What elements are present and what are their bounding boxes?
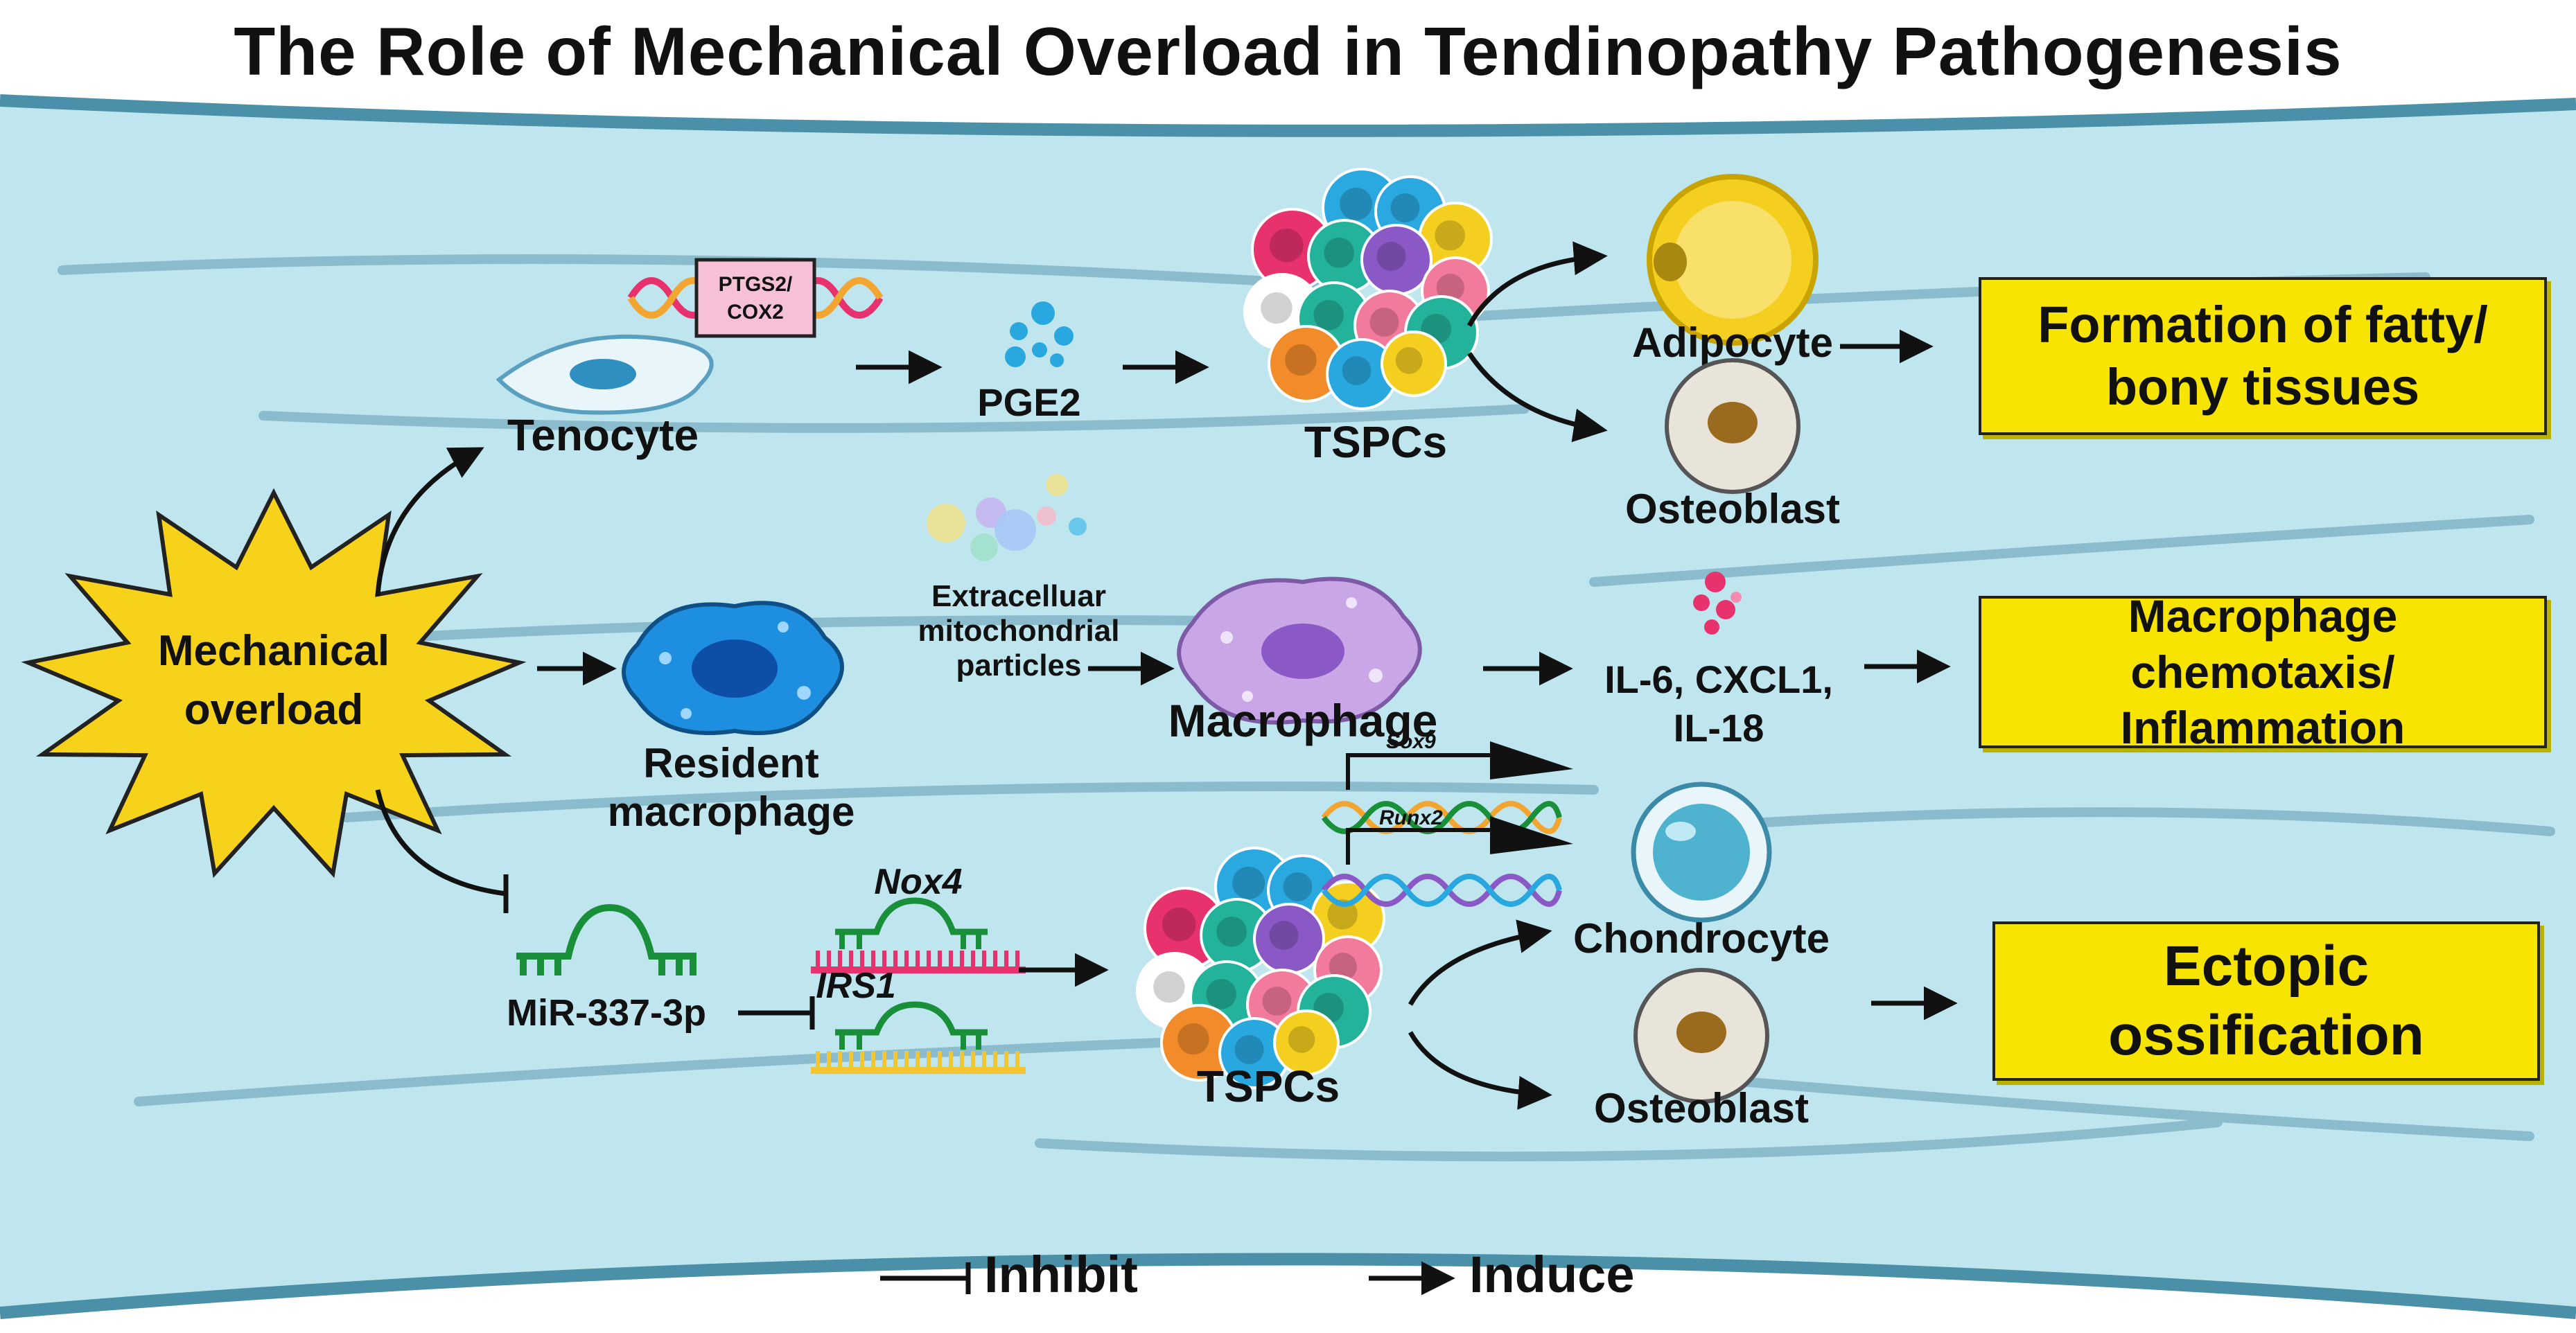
outcome2-line1: Macrophage chemotaxis/	[2128, 590, 2398, 698]
cytokines-label-line1: IL-6, CXCL1,	[1604, 657, 1833, 701]
particles-label-line2: mitochondrial	[918, 614, 1120, 648]
trigger-label-line1: Mechanical	[158, 627, 389, 675]
outcome2-line2: Inflammation	[2120, 702, 2406, 754]
mirna-label: MiR-337-3p	[507, 992, 706, 1034]
nox4-binding	[811, 897, 1026, 973]
osteoblast-label-top: Osteoblast	[1625, 486, 1840, 532]
gene-label-line2: COX2	[727, 301, 784, 324]
mechanical-overload-star: Mechanical overload	[21, 488, 527, 879]
irs1-binding	[811, 1001, 1026, 1074]
irs1-label: IRS1	[816, 966, 896, 1006]
pge2-label: PGE2	[977, 380, 1080, 424]
mirna-hairpin	[516, 903, 696, 976]
macrophage-cell	[1177, 576, 1422, 725]
arrow-tspcs-adipocyte	[1466, 241, 1608, 327]
outcome-box-ectopic: Ectopic ossification	[1992, 921, 2540, 1081]
cytokine-molecules	[1693, 572, 1742, 635]
sox9-label: Sox9	[1386, 730, 1436, 753]
tenocyte-label: Tenocyte	[507, 410, 699, 460]
outcome-box-fatty-bony: Formation of fatty/bony tissues	[1979, 277, 2547, 435]
tenocyte-cell	[496, 334, 714, 415]
arrow-overload-tenocyte	[375, 447, 484, 597]
tspcs-label-top: TSPCs	[1304, 417, 1447, 467]
adipocyte-cell	[1647, 174, 1819, 346]
inhibit-overload-mirna	[375, 789, 507, 897]
mitochondrial-particles	[927, 474, 1087, 561]
outcome-box-inflammation: Macrophage chemotaxis/Inflammation	[1979, 590, 2547, 753]
particles-label-line1: Extracelluar	[931, 579, 1106, 613]
outcome3-text: Ectopic ossification	[2108, 934, 2424, 1067]
pge2-molecules	[1005, 301, 1074, 367]
legend-inhibit-label: Inhibit	[984, 1246, 1138, 1303]
cytokines-label-line2: IL-18	[1674, 706, 1764, 750]
nox4-label: Nox4	[874, 862, 962, 902]
chondrocyte-label: Chondrocyte	[1573, 915, 1830, 962]
diagram-title: The Role of Mechanical Overload in Tendi…	[234, 13, 2342, 89]
osteoblast-cell-top	[1665, 358, 1800, 494]
resident-label-line1: Resident	[643, 740, 818, 786]
tspcs-cluster-bottom	[1136, 847, 1385, 1089]
resident-label-line2: macrophage	[608, 788, 855, 835]
osteoblast-label-bottom: Osteoblast	[1594, 1085, 1809, 1131]
dna-sox9-runx2: Sox9 Runx2	[1321, 730, 1573, 907]
tspcs-cluster-top	[1243, 168, 1493, 410]
particles-label-line3: particles	[956, 648, 1082, 682]
trigger-label-line2: overload	[184, 686, 363, 734]
chondrocyte-cell	[1631, 782, 1772, 923]
dna-ptgs2: PTGS2/ COX2	[627, 258, 884, 338]
arrow-tspcs-osteoblast	[1467, 352, 1608, 443]
osteoblast-cell-bottom	[1633, 968, 1769, 1104]
arrow-tspcs-osteoblast-bottom	[1408, 1031, 1552, 1110]
tspcs-label-bottom: TSPCs	[1197, 1061, 1340, 1111]
macrophage-label: Macrophage	[1168, 695, 1438, 746]
adipocyte-label: Adipocyte	[1632, 319, 1833, 366]
outcome1-line2: bony tissues	[2105, 358, 2420, 416]
outcome1-line1: Formation of fatty/	[2038, 295, 2488, 353]
resident-macrophage-cell	[622, 601, 844, 735]
legend-induce-label: Induce	[1469, 1246, 1635, 1303]
runx2-label: Runx2	[1379, 806, 1443, 829]
gene-label-line1: PTGS2/	[719, 273, 793, 296]
arrow-tspcs-chondrocyte	[1408, 919, 1552, 1006]
